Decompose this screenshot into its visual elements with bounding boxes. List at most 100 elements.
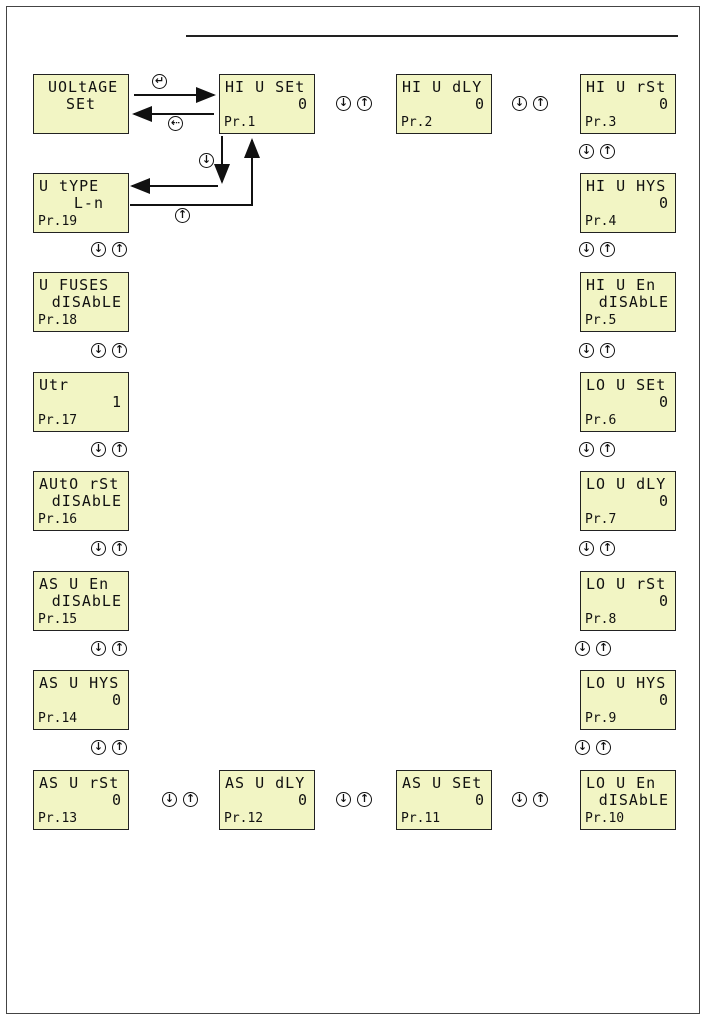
- lcd-param: Pr.16: [38, 512, 78, 527]
- lcd-param: Pr.17: [38, 413, 78, 428]
- lcd-line2: 0: [658, 393, 669, 411]
- lcd-param: Pr.7: [585, 512, 617, 527]
- lcd-pr18[interactable]: U FUSES dISAbLE Pr.18: [33, 272, 129, 332]
- lcd-param: Pr.5: [585, 313, 617, 328]
- lcd-line1: LO U rSt: [586, 575, 667, 593]
- up-button-icon[interactable]: ↑: [533, 96, 548, 111]
- up-button-icon[interactable]: ↑: [600, 442, 615, 457]
- down-button-icon[interactable]: ↓: [199, 153, 214, 168]
- down-button-icon[interactable]: ↓: [336, 792, 351, 807]
- down-button-icon[interactable]: ↓: [91, 343, 106, 358]
- lcd-line2: 0: [658, 492, 669, 510]
- down-button-icon[interactable]: ↓: [579, 442, 594, 457]
- lcd-pr11[interactable]: AS U SEt 0 Pr.11: [396, 770, 492, 830]
- lcd-pr1[interactable]: HI U SEt 0 Pr.1: [219, 74, 315, 134]
- down-button-icon[interactable]: ↓: [91, 641, 106, 656]
- lcd-pr17[interactable]: Utr 1 Pr.17: [33, 372, 129, 432]
- lcd-pr4[interactable]: HI U HYS 0 Pr.4: [580, 173, 676, 233]
- lcd-param: Pr.3: [585, 115, 617, 130]
- lcd-line2: dISAbLE: [598, 791, 669, 809]
- lcd-pr5[interactable]: HI U En dISAbLE Pr.5: [580, 272, 676, 332]
- lcd-line1: UOLtAGE: [48, 78, 119, 96]
- up-button-icon[interactable]: ↑: [183, 792, 198, 807]
- up-button-icon[interactable]: ↑: [357, 792, 372, 807]
- down-button-icon[interactable]: ↓: [162, 792, 177, 807]
- lcd-line1: AS U rSt: [39, 774, 120, 792]
- up-button-icon[interactable]: ↑: [112, 442, 127, 457]
- up-button-icon[interactable]: ↑: [357, 96, 372, 111]
- lcd-param: Pr.15: [38, 612, 78, 627]
- lcd-param: Pr.12: [224, 811, 264, 826]
- down-button-icon[interactable]: ↓: [575, 641, 590, 656]
- lcd-pr13[interactable]: AS U rSt 0 Pr.13: [33, 770, 129, 830]
- lcd-param: Pr.6: [585, 413, 617, 428]
- lcd-pr9[interactable]: LO U HYS 0 Pr.9: [580, 670, 676, 730]
- down-button-icon[interactable]: ↓: [91, 541, 106, 556]
- up-button-icon[interactable]: ↑: [175, 208, 190, 223]
- up-button-icon[interactable]: ↑: [112, 343, 127, 358]
- lcd-line2: 0: [111, 791, 122, 809]
- lcd-pr7[interactable]: LO U dLY 0 Pr.7: [580, 471, 676, 531]
- lcd-pr2[interactable]: HI U dLY 0 Pr.2: [396, 74, 492, 134]
- down-button-icon[interactable]: ↓: [579, 242, 594, 257]
- lcd-line2: dISAbLE: [51, 492, 122, 510]
- lcd-line1: HI U rSt: [586, 78, 667, 96]
- down-button-icon[interactable]: ↓: [579, 343, 594, 358]
- lcd-line1: LO U SEt: [586, 376, 667, 394]
- lcd-pr3[interactable]: HI U rSt 0 Pr.3: [580, 74, 676, 134]
- lcd-line1: AS U SEt: [402, 774, 483, 792]
- lcd-param: Pr.11: [401, 811, 441, 826]
- down-button-icon[interactable]: ↓: [91, 740, 106, 755]
- up-button-icon[interactable]: ↑: [600, 343, 615, 358]
- lcd-param: Pr.9: [585, 711, 617, 726]
- down-button-icon[interactable]: ↓: [579, 541, 594, 556]
- lcd-pr12[interactable]: AS U dLY 0 Pr.12: [219, 770, 315, 830]
- lcd-param: Pr.8: [585, 612, 617, 627]
- up-button-icon[interactable]: ↑: [600, 541, 615, 556]
- down-button-icon[interactable]: ↓: [91, 242, 106, 257]
- lcd-pr14[interactable]: AS U HYS 0 Pr.14: [33, 670, 129, 730]
- up-button-icon[interactable]: ↑: [533, 792, 548, 807]
- lcd-pr15[interactable]: AS U En dISAbLE Pr.15: [33, 571, 129, 631]
- down-button-icon[interactable]: ↓: [512, 96, 527, 111]
- lcd-param: Pr.14: [38, 711, 78, 726]
- lcd-pr8[interactable]: LO U rSt 0 Pr.8: [580, 571, 676, 631]
- up-button-icon[interactable]: ↑: [596, 641, 611, 656]
- lcd-line1: AUtO rSt: [39, 475, 120, 493]
- down-button-icon[interactable]: ↓: [512, 792, 527, 807]
- down-button-icon[interactable]: ↓: [91, 442, 106, 457]
- lcd-line1: AS U dLY: [225, 774, 306, 792]
- lcd-line2: 0: [111, 691, 122, 709]
- down-button-icon[interactable]: ↓: [579, 144, 594, 159]
- up-button-icon[interactable]: ↑: [600, 242, 615, 257]
- up-button-icon[interactable]: ↑: [112, 641, 127, 656]
- up-button-icon[interactable]: ↑: [112, 541, 127, 556]
- lcd-line1: Utr: [39, 376, 70, 394]
- lcd-line2: L-n: [73, 194, 104, 212]
- lcd-voltage-set[interactable]: UOLtAGE SEt: [33, 74, 129, 134]
- back-button-icon[interactable]: ⇠: [168, 116, 183, 131]
- lcd-pr16[interactable]: AUtO rSt dISAbLE Pr.16: [33, 471, 129, 531]
- up-button-icon[interactable]: ↑: [112, 740, 127, 755]
- enter-button-icon[interactable]: ↵: [152, 74, 167, 89]
- lcd-line2: dISAbLE: [598, 293, 669, 311]
- down-button-icon[interactable]: ↓: [336, 96, 351, 111]
- lcd-line1: U tYPE: [39, 177, 100, 195]
- page-frame: [6, 6, 700, 1014]
- lcd-pr6[interactable]: LO U SEt 0 Pr.6: [580, 372, 676, 432]
- lcd-param: Pr.1: [224, 115, 256, 130]
- down-button-icon[interactable]: ↓: [575, 740, 590, 755]
- up-button-icon[interactable]: ↑: [112, 242, 127, 257]
- lcd-line2: dISAbLE: [51, 293, 122, 311]
- lcd-param: Pr.19: [38, 214, 78, 229]
- lcd-line2: 0: [297, 791, 308, 809]
- header-rule: [186, 35, 678, 37]
- up-button-icon[interactable]: ↑: [596, 740, 611, 755]
- lcd-line1: U FUSES: [39, 276, 110, 294]
- lcd-pr10[interactable]: LO U En dISAbLE Pr.10: [580, 770, 676, 830]
- up-button-icon[interactable]: ↑: [600, 144, 615, 159]
- lcd-line2: 0: [297, 95, 308, 113]
- lcd-line1: HI U SEt: [225, 78, 306, 96]
- lcd-pr19[interactable]: U tYPE L-n Pr.19: [33, 173, 129, 233]
